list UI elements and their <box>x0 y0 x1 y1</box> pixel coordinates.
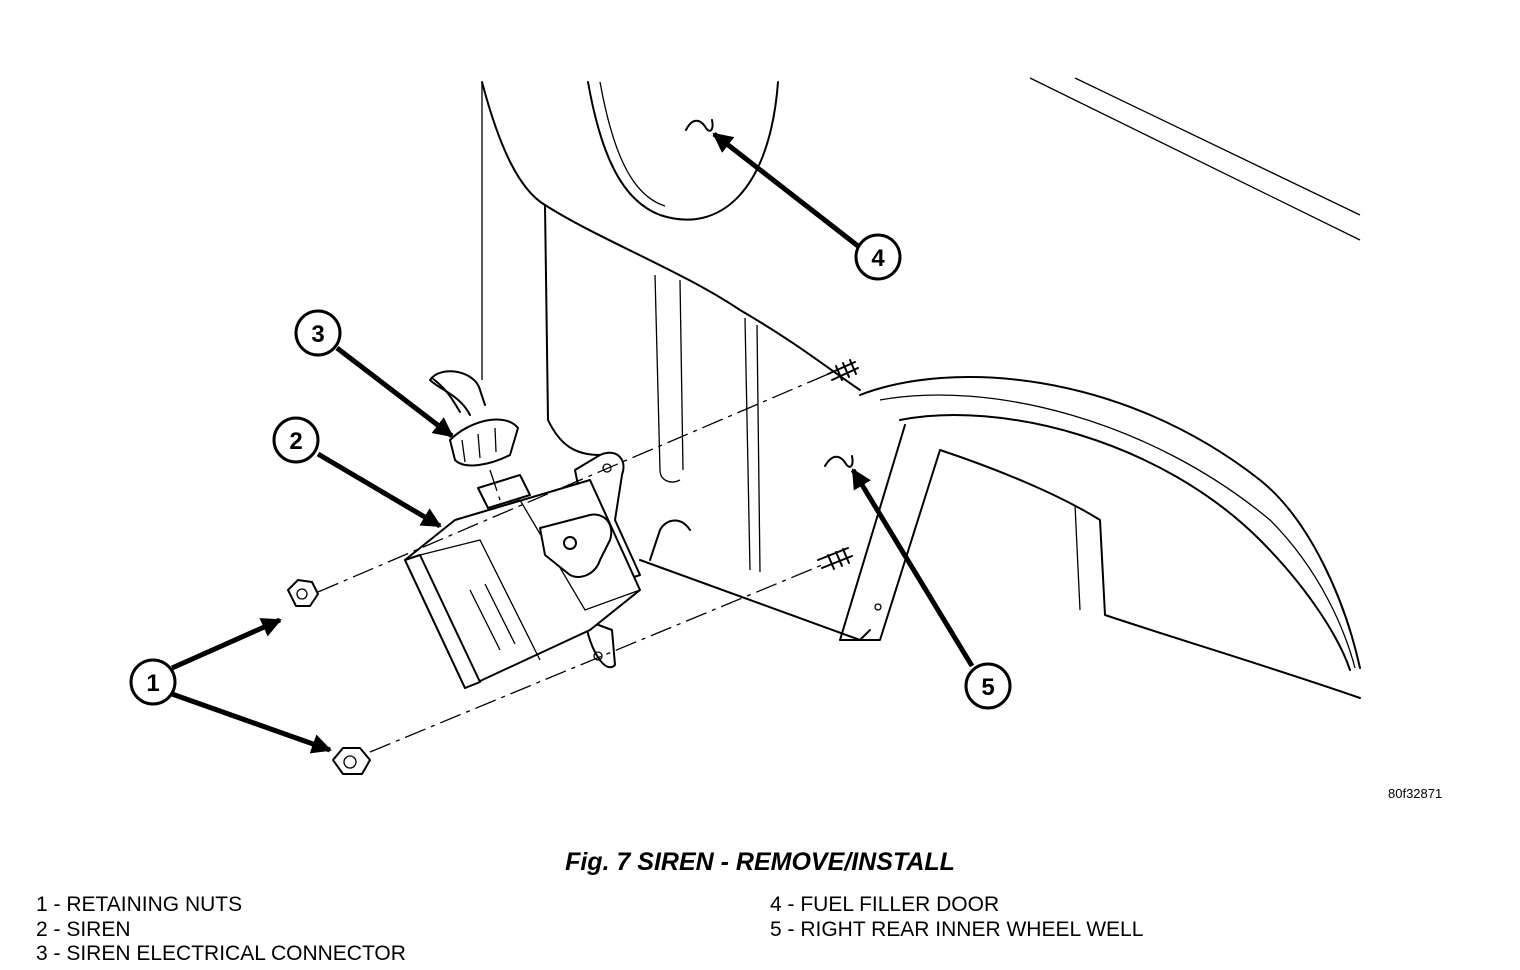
alignment-centerlines <box>317 371 834 753</box>
legend-item: 4 - FUEL FILLER DOOR <box>770 893 1000 916</box>
legend-left: 1 - RETAINING NUTS 2 - SIREN 3 - SIREN E… <box>36 893 406 967</box>
drawing-id: 80f32871 <box>1388 786 1443 801</box>
siren <box>404 474 641 689</box>
callout-4: 4 <box>854 233 902 281</box>
inner-wheel-well <box>839 376 1361 699</box>
mounting-studs <box>817 359 859 570</box>
wheel-well-marker <box>824 455 854 468</box>
siren-remove-install-illustration: 1 2 3 4 5 <box>129 77 1361 775</box>
callout-1: 1 <box>129 658 177 706</box>
svg-text:3: 3 <box>311 321 324 348</box>
callout-3: 3 <box>294 309 342 357</box>
retaining-nut-lower <box>332 747 371 775</box>
svg-text:4: 4 <box>871 245 885 272</box>
quarter-panel <box>481 77 1361 641</box>
figure-caption: Fig. 7 SIREN - REMOVE/INSTALL <box>565 848 955 876</box>
legend-item: 2 - SIREN <box>36 917 131 941</box>
callout-2: 2 <box>272 416 320 464</box>
legend-item: 1 - RETAINING NUTS <box>36 893 243 916</box>
legend-item: 5 - RIGHT REAR INNER WHEEL WELL <box>770 917 1144 941</box>
legend-right: 4 - FUEL FILLER DOOR 5 - RIGHT REAR INNE… <box>770 893 1143 942</box>
svg-text:2: 2 <box>289 428 302 455</box>
retaining-nut-upper <box>287 579 319 607</box>
svg-text:1: 1 <box>146 670 159 697</box>
fuel-filler-door-marker <box>685 119 714 132</box>
fuel-filler-door <box>587 81 779 221</box>
leader-arrows <box>170 132 975 754</box>
legend-item: 3 - SIREN ELECTRICAL CONNECTOR <box>36 942 406 965</box>
siren-electrical-connector <box>429 370 519 467</box>
callout-5: 5 <box>964 662 1012 710</box>
svg-text:5: 5 <box>981 674 994 701</box>
